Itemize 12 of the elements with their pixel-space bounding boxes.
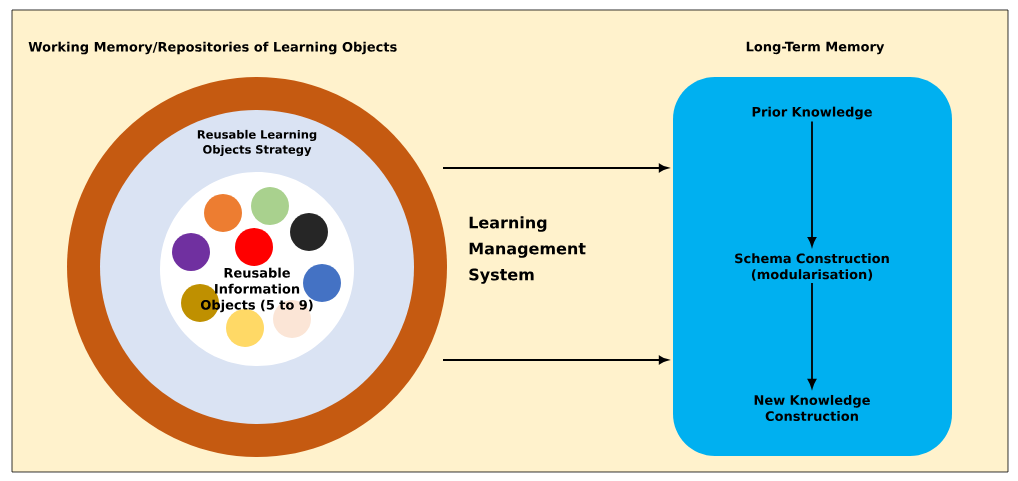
memory-box xyxy=(673,77,952,456)
stage-label: Schema Construction (modularisation) xyxy=(735,253,889,281)
stage-label: New Knowledge Construction xyxy=(754,394,870,421)
arrow xyxy=(442,163,669,173)
heading: Working Memory/Repositories of Learning Objects xyxy=(28,41,397,55)
arrow xyxy=(442,355,669,365)
arrow xyxy=(807,120,817,247)
heading: Long-Term Memory xyxy=(746,41,885,55)
system-label: Learning Management System xyxy=(469,216,586,284)
arrow xyxy=(807,282,817,389)
circle-label: Reusable Learning Objects Strategy xyxy=(197,129,317,157)
stage-label: Prior Knowledge xyxy=(752,106,872,120)
